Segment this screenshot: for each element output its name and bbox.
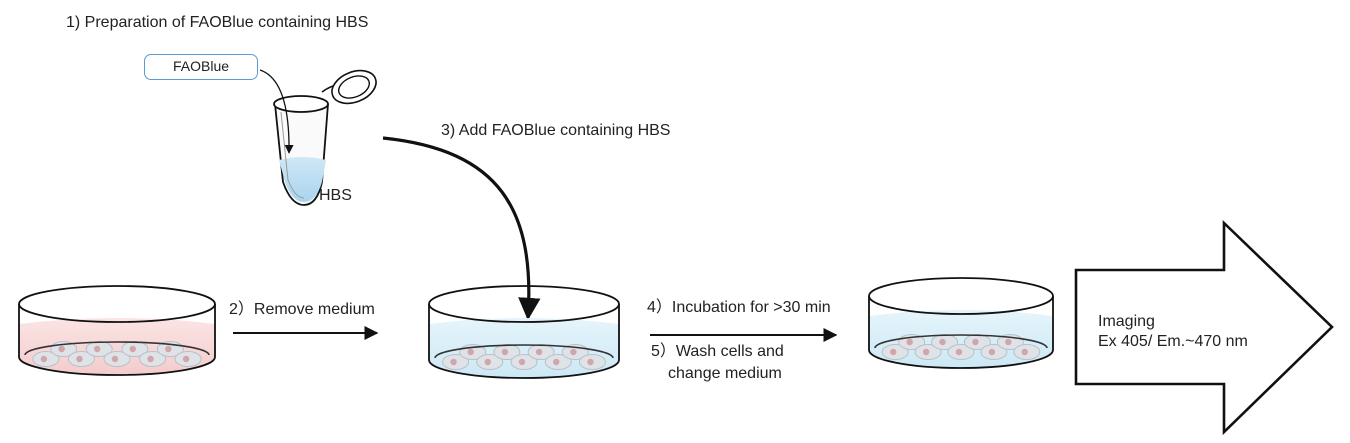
step1-label: 1) Preparation of FAOBlue containing HBS	[66, 14, 369, 31]
imaging-label-line2: Ex 405/ Em.~470 nm	[1098, 333, 1248, 350]
step2-label: 2）Remove medium	[229, 301, 375, 318]
imaging-label-line1: Imaging	[1098, 313, 1155, 330]
step5-label-line1: 5）Wash cells and	[651, 343, 784, 360]
faoblue-reagent-box: FAOBlue	[144, 54, 258, 80]
imaging-block-arrow	[1074, 219, 1334, 436]
add-reagent-arrow	[382, 136, 541, 321]
dish-2-icon	[428, 285, 620, 379]
tube-icon	[273, 69, 377, 206]
hbs-tube-label: HBS	[319, 187, 352, 204]
dish-3-icon	[868, 277, 1054, 369]
dish-1-icon	[18, 285, 216, 376]
step3-label: 3) Add FAOBlue containing HBS	[441, 122, 671, 139]
reagent-drop-arrow	[259, 69, 294, 154]
step5-label-line2: change medium	[668, 365, 782, 382]
step4-label: 4）Incubation for >30 min	[647, 299, 831, 316]
